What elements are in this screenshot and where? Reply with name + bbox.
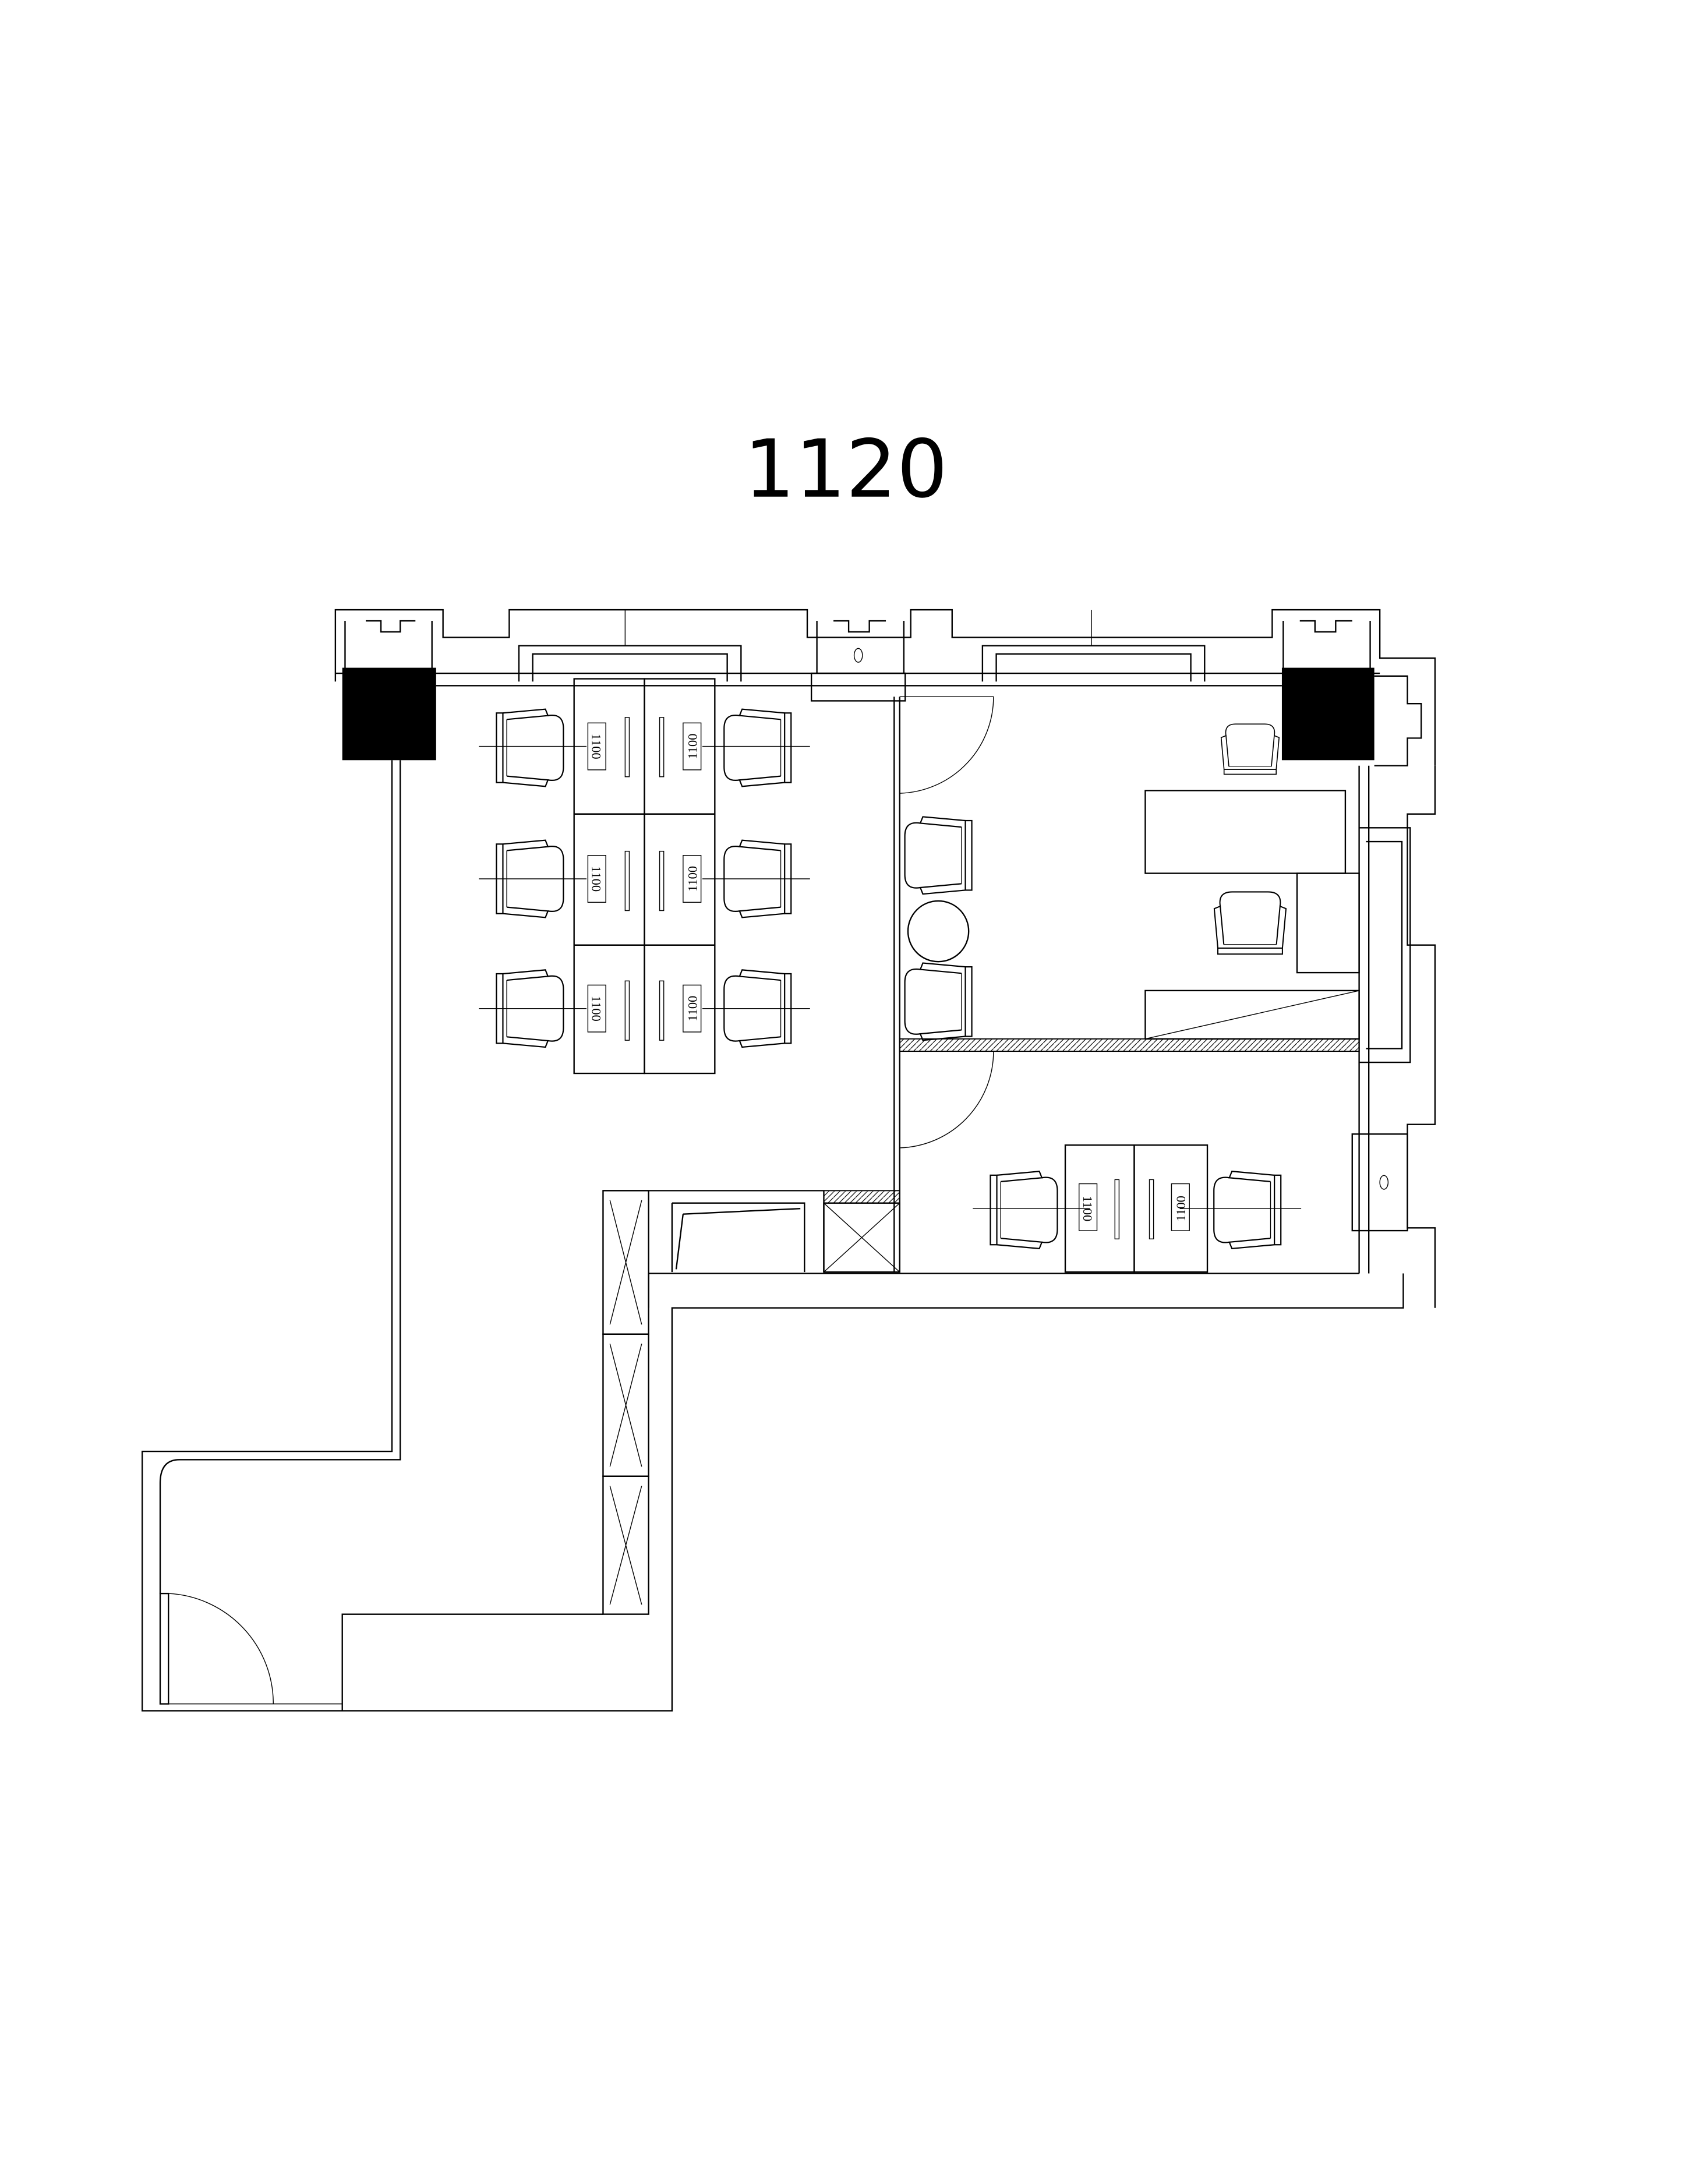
desk-label: 1100 xyxy=(589,866,603,892)
desk-label: 1100 xyxy=(1080,1196,1095,1221)
chair xyxy=(723,708,792,787)
manager-desk xyxy=(1144,790,1360,974)
chair xyxy=(1213,1171,1282,1250)
desk-label: 1100 xyxy=(589,733,603,759)
workstation-cluster xyxy=(479,678,810,1075)
desk-label: 1100 xyxy=(686,733,700,759)
desk-label: 1100 xyxy=(1174,1196,1188,1221)
round-side-table xyxy=(907,900,970,963)
desk-label: 1100 xyxy=(686,996,700,1022)
unit-number: 1120 xyxy=(744,423,948,516)
lounge-chair xyxy=(904,816,973,895)
small-office-door[interactable] xyxy=(899,1051,994,1148)
lounge-chair xyxy=(904,962,973,1041)
desk-label: 1100 xyxy=(686,866,700,892)
structural-column-right xyxy=(1281,667,1374,761)
desk-label: 1100 xyxy=(589,996,603,1022)
credenza xyxy=(1144,989,1360,1040)
entrance-door[interactable] xyxy=(159,1592,342,1705)
facade-wall xyxy=(334,609,1436,766)
office-chair xyxy=(1213,891,1287,955)
small-office-desks xyxy=(973,1144,1302,1273)
structural-column-left xyxy=(342,667,436,761)
chair xyxy=(990,1171,1058,1250)
office-door[interactable] xyxy=(899,696,994,794)
chair xyxy=(1220,723,1280,775)
interior-walls xyxy=(142,697,1404,1712)
chair xyxy=(496,708,564,787)
shaft-box xyxy=(823,1202,900,1273)
right-exterior-wall xyxy=(1351,675,1436,1308)
storage-cabinets xyxy=(602,1190,649,1615)
